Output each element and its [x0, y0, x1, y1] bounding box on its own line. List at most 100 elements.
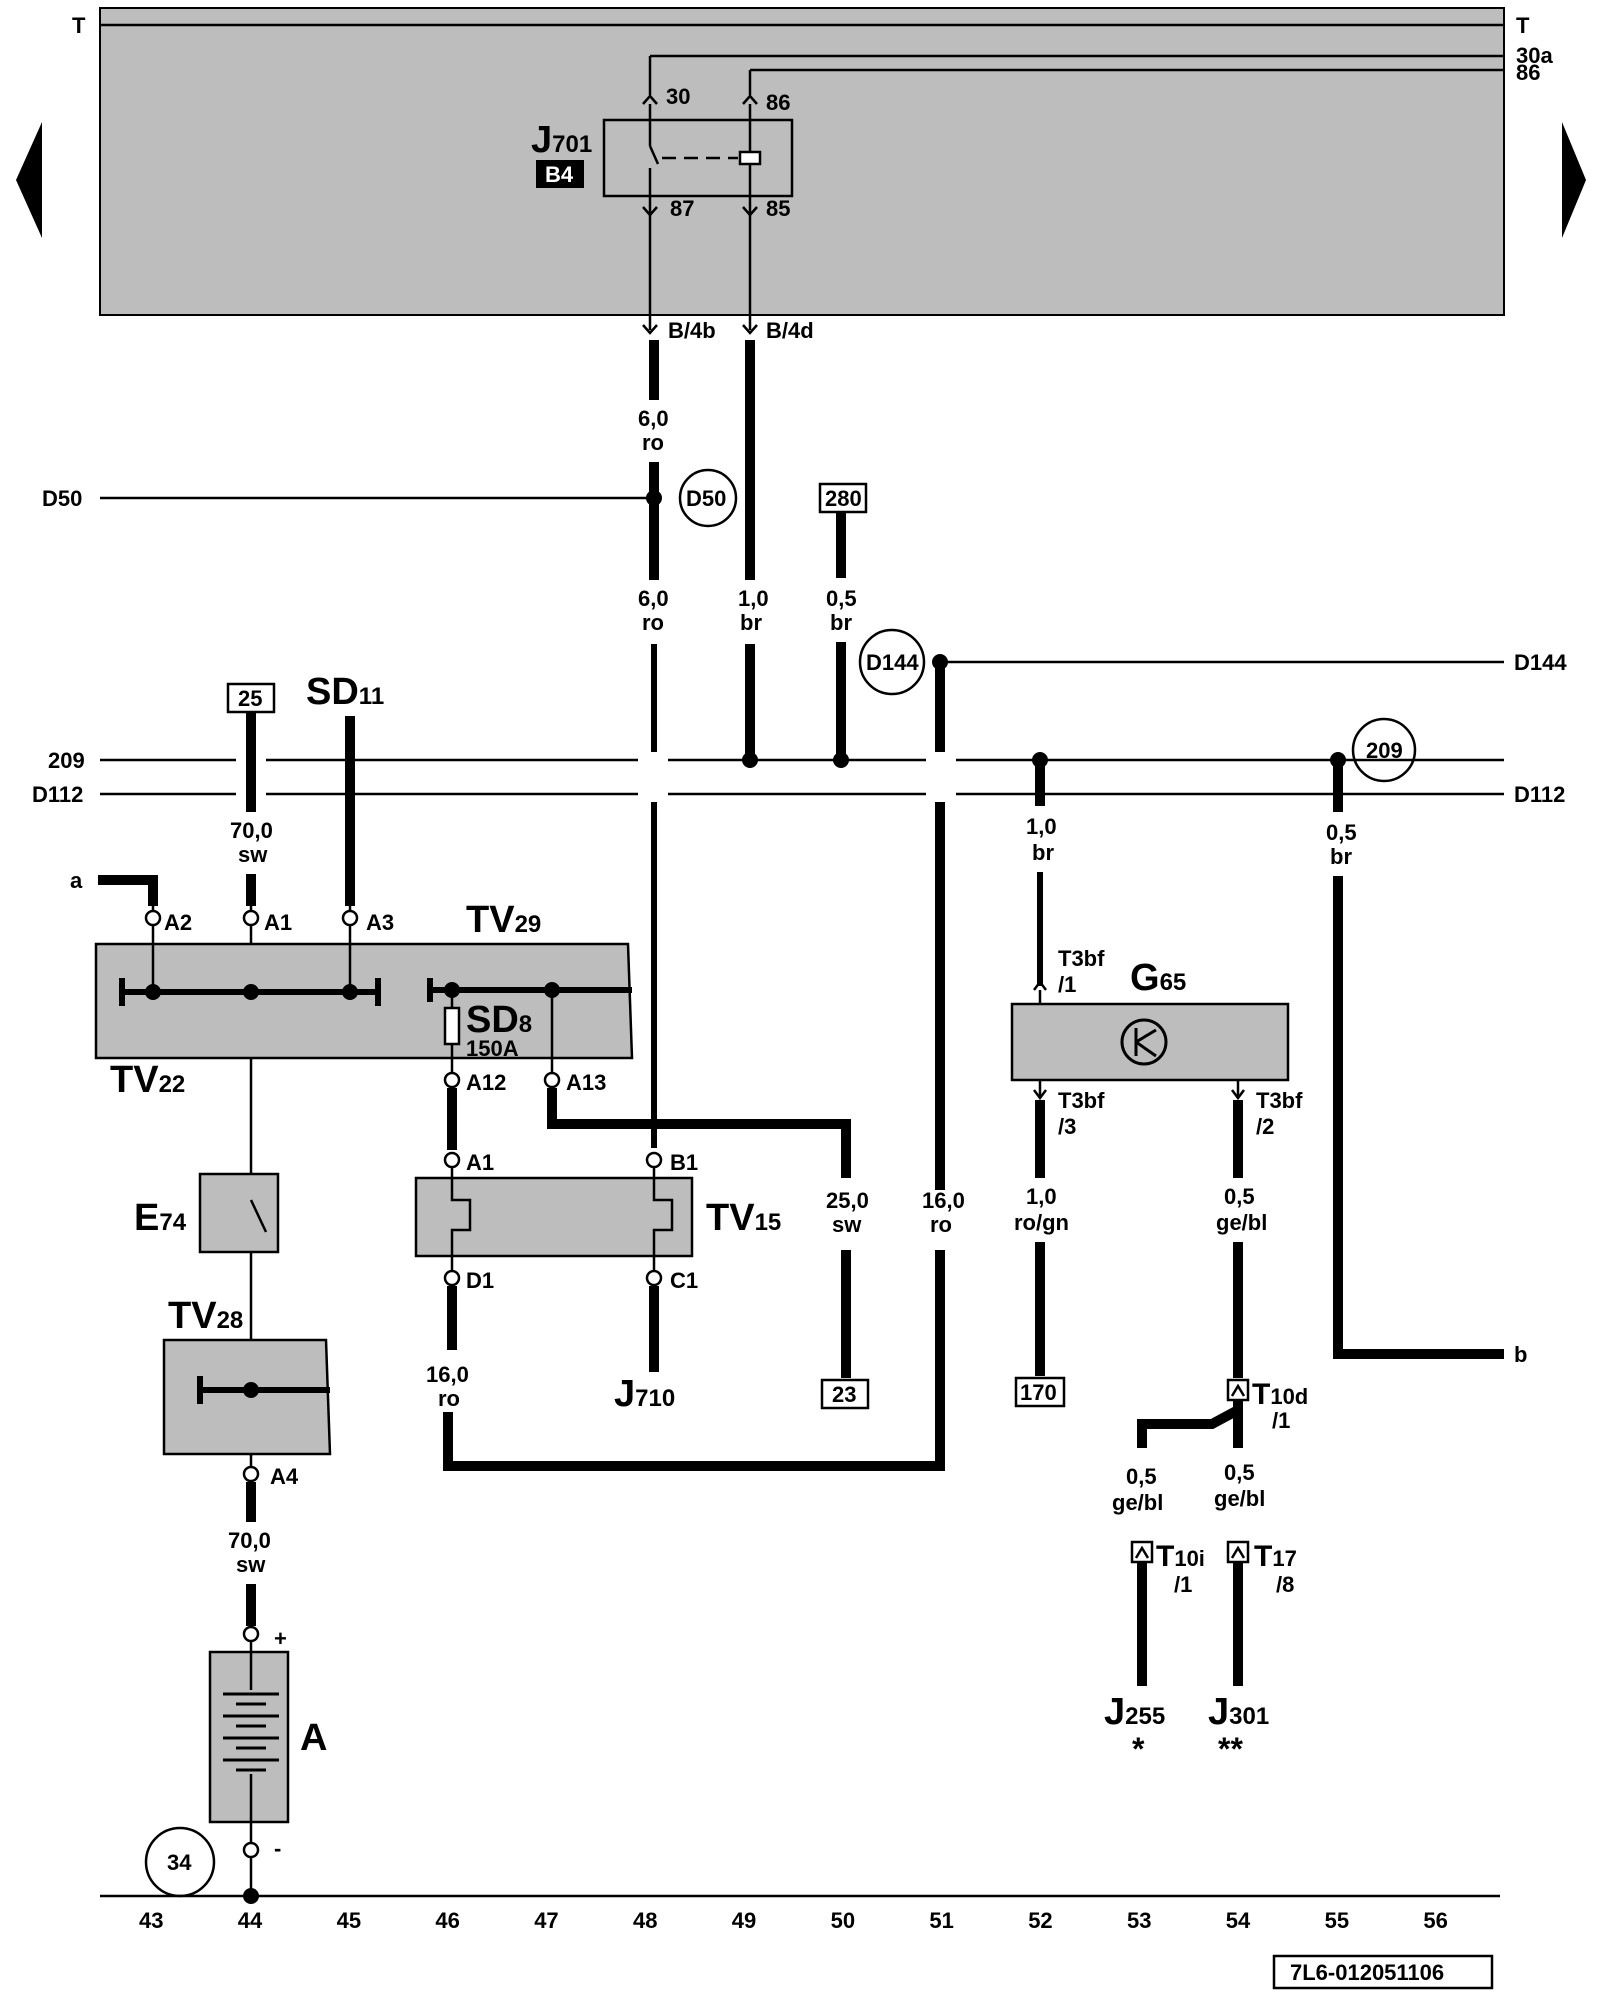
- track-number: 48: [633, 1908, 657, 1933]
- fuse-sd11-label: SD11: [306, 671, 384, 713]
- track-number: 53: [1127, 1908, 1151, 1933]
- connector-t10i-pin: /1: [1174, 1572, 1192, 1597]
- relay-pin-30-mark: [642, 94, 658, 105]
- wire-label-48b-size: 6,0: [638, 586, 669, 611]
- circle-d144: [858, 628, 926, 696]
- relay-pin-85: 85: [766, 196, 790, 221]
- wire-label-55-size: 0,5: [1326, 820, 1357, 845]
- wire-label-44a-color: sw: [238, 842, 268, 867]
- wire-label-50-color: br: [830, 610, 852, 635]
- terminal-block-tv28: [162, 1338, 332, 1456]
- wire-label-50c-size: 25,0: [826, 1188, 869, 1213]
- track-number: 49: [732, 1908, 756, 1933]
- terminal-g65-2-b: /2: [1256, 1114, 1274, 1139]
- ref-23-box: [820, 1378, 870, 1410]
- wire-label-51-color: ro: [930, 1212, 952, 1237]
- relay-pin-86: 86: [766, 90, 790, 115]
- ref-170-box: [1014, 1376, 1066, 1408]
- terminal-tv22-label: TV22: [110, 1059, 185, 1101]
- sensor-g65: [1010, 1002, 1290, 1082]
- relay-pin-86-mark: [742, 94, 758, 105]
- wire-label-48a-size: 6,0: [638, 406, 669, 431]
- wire-label-44b-size: 70,0: [228, 1528, 271, 1553]
- wire-label-44b-color: sw: [236, 1552, 266, 1577]
- wire-label-46-color: ro: [438, 1386, 460, 1411]
- ref-25: 25: [238, 686, 262, 711]
- wire-55-b: [1333, 876, 1504, 1359]
- line-d112-label-left: D112: [32, 782, 83, 807]
- wire-label-48b-color: ro: [642, 610, 664, 635]
- connector-b4b: B/4b: [668, 318, 716, 343]
- terminal-g65-2-a: T3bf: [1256, 1088, 1303, 1113]
- device-j255-mark: *: [1132, 1731, 1145, 1767]
- connector-b4d: B/4d: [766, 318, 814, 343]
- circle-209-label: 209: [1366, 738, 1403, 763]
- wire-label-52c-color: ro/gn: [1014, 1210, 1069, 1235]
- connector-t10i: [1130, 1540, 1154, 1564]
- wire-label-46-size: 16,0: [426, 1362, 469, 1387]
- sensor-g65-label: G65: [1130, 957, 1186, 999]
- connector-t17-label: T17: [1254, 1540, 1297, 1573]
- rail-t-left-label: T: [72, 13, 86, 38]
- prev-page-arrow[interactable]: [16, 122, 42, 238]
- relay-contact: [648, 145, 660, 165]
- track-number: 56: [1423, 1908, 1447, 1933]
- line-209-label: 209: [48, 748, 85, 773]
- pin-tv15-a1: A1: [466, 1150, 494, 1175]
- line-d144-label: D144: [1514, 650, 1567, 675]
- track-number: 55: [1325, 1908, 1349, 1933]
- track-number: 51: [929, 1908, 953, 1933]
- relay-j701-label: J701: [531, 119, 592, 161]
- fuse-sd8-rating: 150A: [466, 1036, 519, 1061]
- switch-e74: [198, 1172, 280, 1254]
- connector-t10d-label: T10d: [1252, 1378, 1308, 1411]
- circle-209: [1351, 717, 1417, 783]
- track-number: 46: [435, 1908, 459, 1933]
- connector-t17-pin: /8: [1276, 1572, 1294, 1597]
- doc-id: 7L6-012051106: [1290, 1960, 1444, 1985]
- wire-50-c: [547, 1088, 851, 1178]
- rail-86-label: 86: [1516, 60, 1540, 85]
- pin-a13: A13: [566, 1070, 606, 1095]
- track-number: 52: [1028, 1908, 1052, 1933]
- wire-label-55-color: br: [1330, 844, 1352, 869]
- wire-label-53-size: 0,5: [1126, 1464, 1157, 1489]
- terminal-block-tv15: [414, 1176, 694, 1258]
- circle-d144-label: D144: [866, 650, 919, 675]
- terminal-tv15-label: TV15: [706, 1197, 781, 1239]
- circle-d50-label: D50: [686, 486, 726, 511]
- device-j301-mark: **: [1218, 1731, 1243, 1767]
- line-a-label: a: [70, 868, 83, 893]
- wire-label-50c-color: sw: [832, 1212, 862, 1237]
- fuse-sd8-label: SD8: [466, 999, 532, 1041]
- connector-t10d-pin: /1: [1272, 1408, 1290, 1433]
- ref-280: 280: [825, 486, 862, 511]
- rail-30a-label: 30a: [1516, 43, 1553, 68]
- track-number: 44: [238, 1908, 263, 1933]
- connector-b4b-mark: [642, 324, 658, 335]
- wire-label-49-color: br: [740, 610, 762, 635]
- wire-label-54c-size: 0,5: [1224, 1460, 1255, 1485]
- wire-label-50-size: 0,5: [826, 586, 857, 611]
- connector-t10i-label: T10i: [1156, 1540, 1205, 1573]
- next-page-arrow[interactable]: [1562, 122, 1586, 238]
- relay-coil: [738, 150, 762, 166]
- pin-c1: C1: [670, 1268, 698, 1293]
- pin-a4: A4: [270, 1464, 299, 1489]
- track-number: 43: [139, 1908, 163, 1933]
- fuse-sd8: [443, 1006, 461, 1046]
- wire-label-54c-color: ge/bl: [1214, 1486, 1265, 1511]
- track-number: 47: [534, 1908, 558, 1933]
- wire-label-54a-color: ge/bl: [1216, 1210, 1267, 1235]
- wire-label-48a-color: ro: [642, 430, 664, 455]
- wire-label-44a-size: 70,0: [230, 818, 273, 843]
- wire-label-52a-color: br: [1032, 840, 1054, 865]
- line-d50-label: D50: [42, 486, 82, 511]
- battery-a-label: A: [300, 1717, 327, 1759]
- battery-plus: +: [274, 1626, 287, 1651]
- rail-t-right-label: T: [1516, 13, 1530, 38]
- pin-d1: D1: [466, 1268, 494, 1293]
- terminal-g65-3-a: T3bf: [1058, 1088, 1105, 1113]
- wire-label-53-color: ge/bl: [1112, 1490, 1163, 1515]
